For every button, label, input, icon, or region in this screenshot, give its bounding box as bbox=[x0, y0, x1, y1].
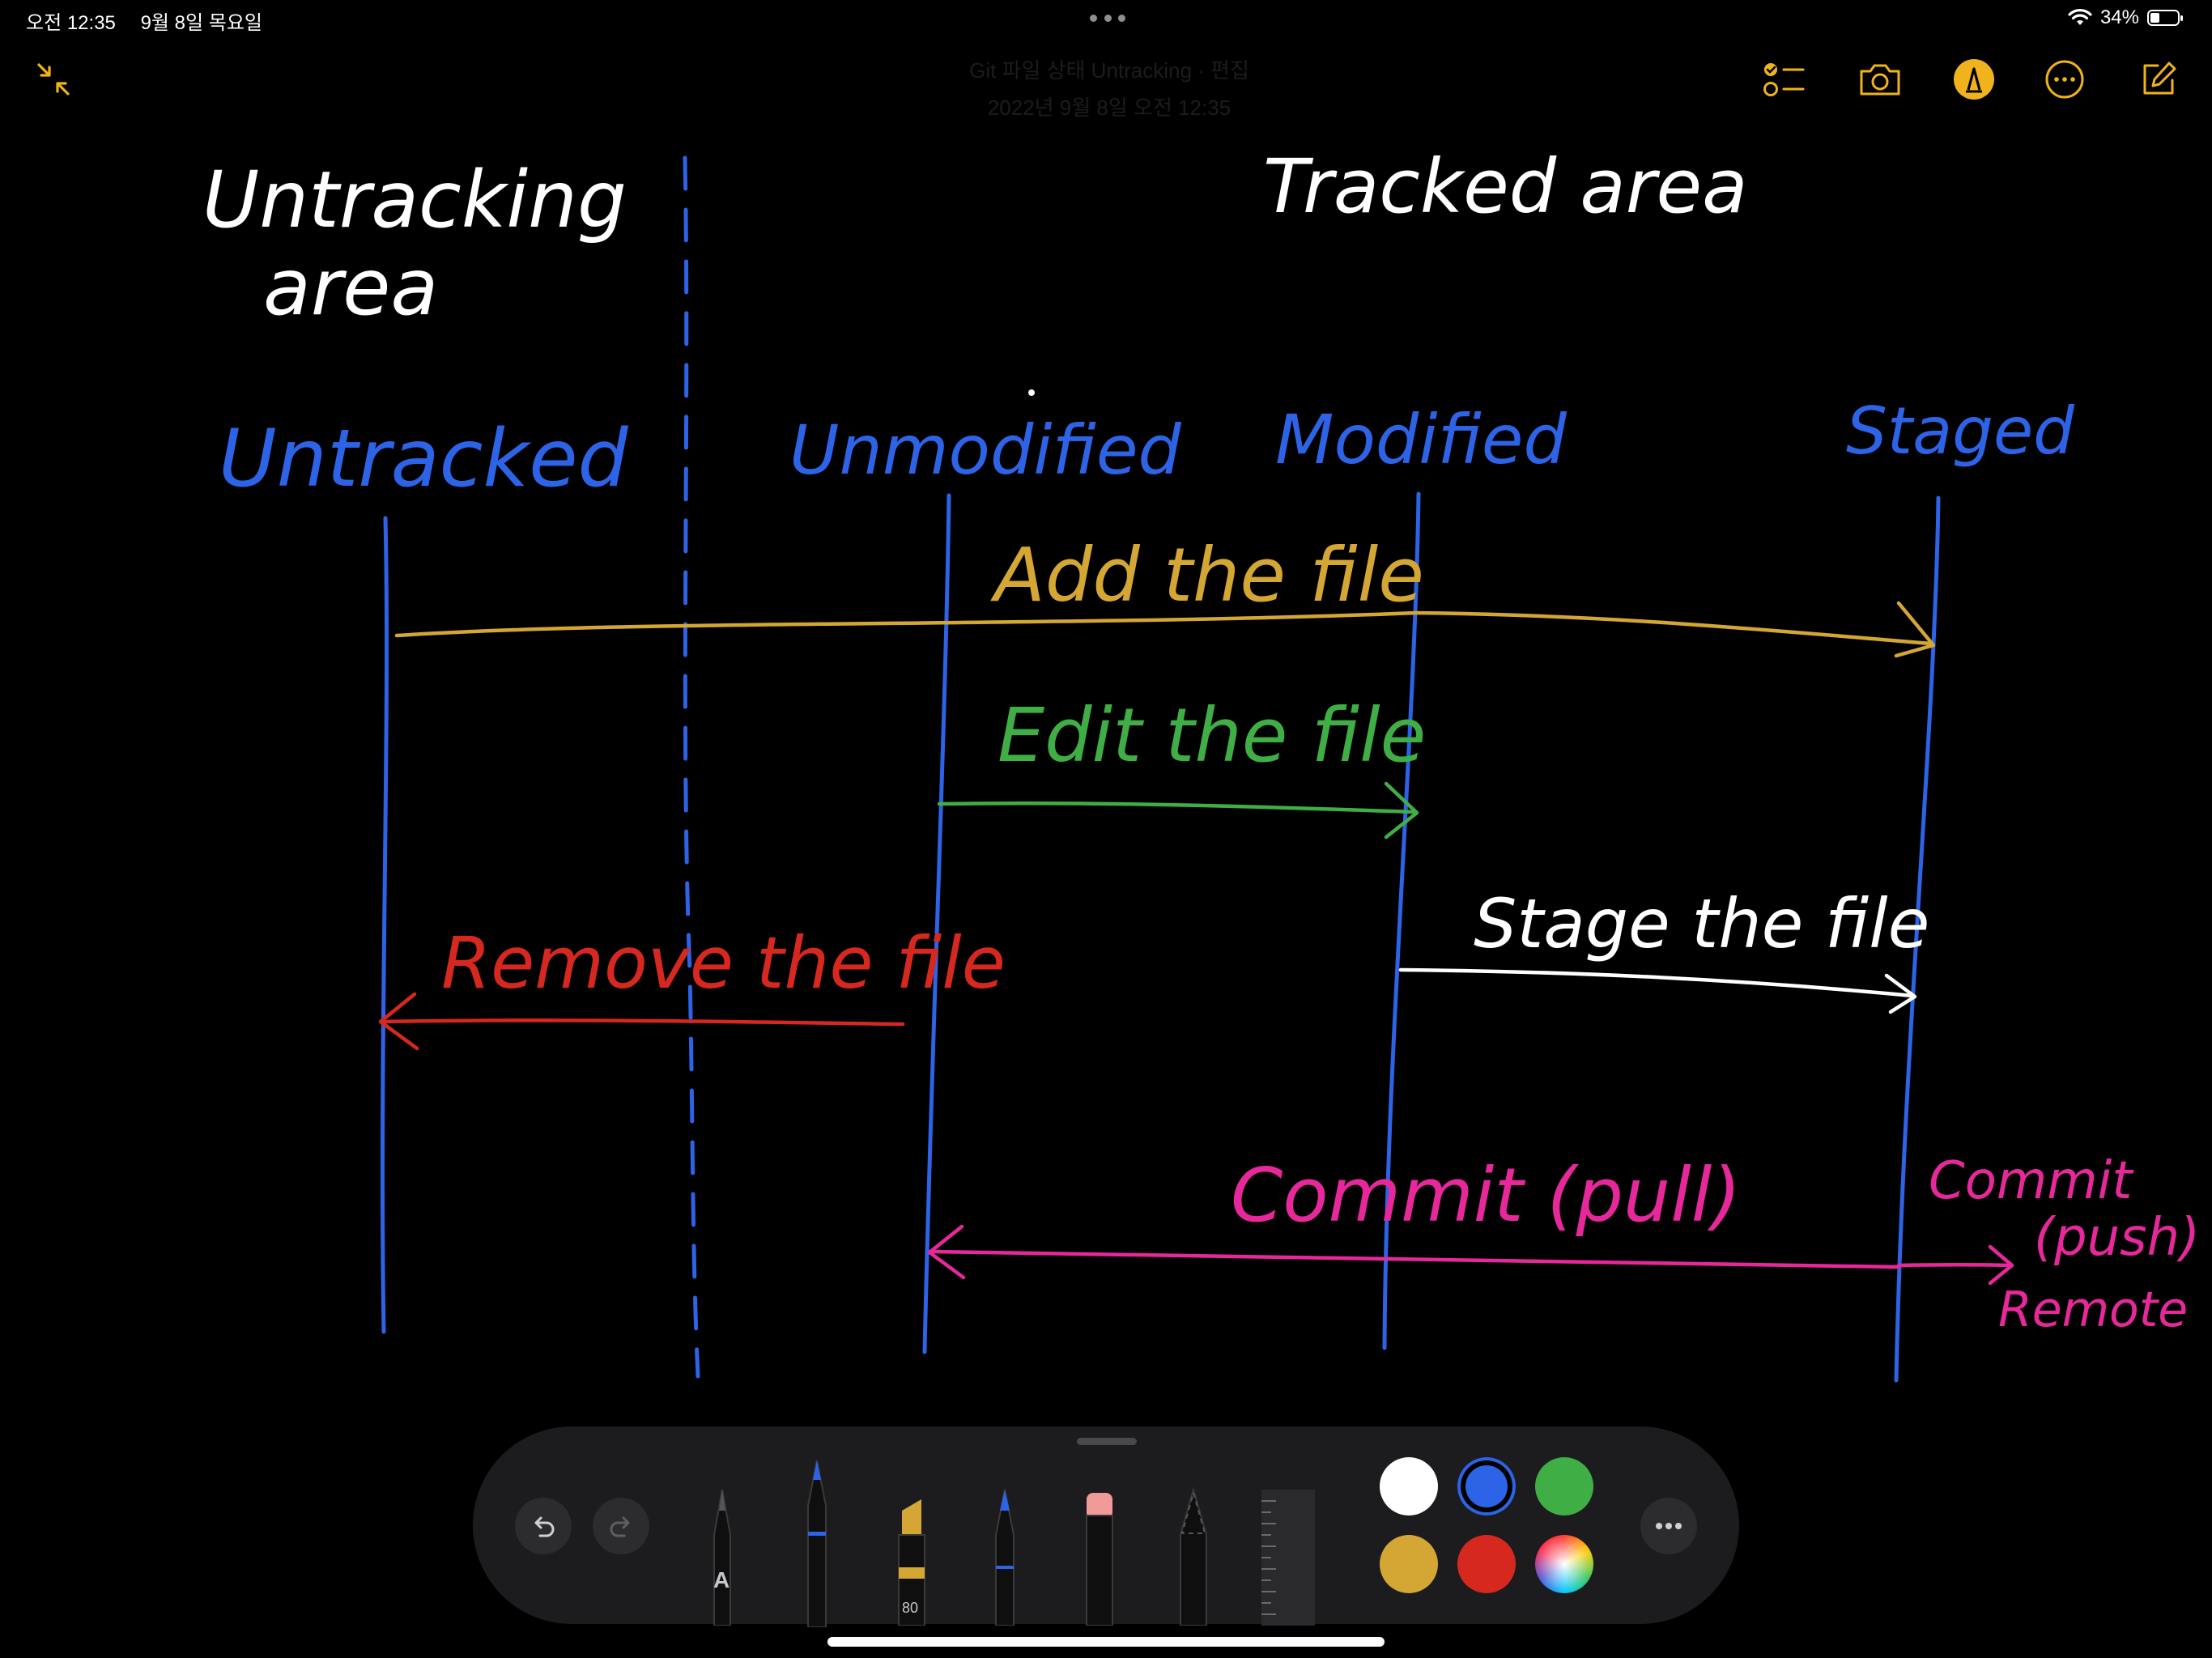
lifeline-untracked bbox=[380, 516, 389, 1334]
monoline-label: A bbox=[713, 1567, 730, 1592]
eraser-tool[interactable] bbox=[1077, 1486, 1122, 1626]
lifeline-modified bbox=[1382, 491, 1421, 1350]
arrowhead-remove bbox=[378, 992, 419, 1051]
action-add-label: Add the file bbox=[990, 532, 1424, 619]
multitasking-dots-icon[interactable] bbox=[1090, 15, 1125, 23]
state-untracked: Untracked bbox=[219, 413, 629, 505]
color-swatch-green[interactable] bbox=[1535, 1457, 1593, 1516]
marker-tool[interactable]: 80 bbox=[889, 1486, 934, 1626]
divider-dashed-line bbox=[683, 155, 700, 1379]
ruler-tool[interactable] bbox=[1260, 1490, 1317, 1626]
checklist-icon bbox=[1763, 63, 1805, 96]
checklist-button[interactable] bbox=[1760, 55, 1809, 104]
note-title: Git 파일 상태 Untracking · 편집 2022년 9월 8일 오전… bbox=[810, 52, 1409, 126]
color-picker-wheel-icon[interactable] bbox=[1535, 1535, 1593, 1593]
color-swatch-blue-selected[interactable] bbox=[1457, 1457, 1516, 1516]
action-edit-label: Edit the file bbox=[998, 692, 1426, 779]
note-subtitle: 2022년 9월 8일 오전 12:35 bbox=[987, 96, 1231, 120]
lasso-tool[interactable] bbox=[1171, 1486, 1216, 1626]
toolbar-more-button[interactable] bbox=[1640, 1498, 1697, 1554]
state-staged: Staged bbox=[1846, 393, 2075, 469]
compose-button[interactable] bbox=[2134, 55, 2183, 104]
camera-button[interactable] bbox=[1856, 55, 1904, 104]
arrow-commit-pull bbox=[929, 1249, 1901, 1269]
pencil-tool[interactable] bbox=[983, 1486, 1027, 1626]
home-indicator[interactable] bbox=[827, 1637, 1385, 1647]
ruler-icon bbox=[1261, 1490, 1315, 1626]
collapse-arrows-icon bbox=[37, 63, 70, 96]
status-time: 오전 12:35 bbox=[26, 12, 116, 34]
action-commit-pull-label: Commit (pull) bbox=[1231, 1152, 1741, 1239]
pen-icon bbox=[807, 1460, 827, 1628]
status-time-date: 오전 12:35 9월 8일 목요일 bbox=[26, 6, 282, 35]
undo-button[interactable] bbox=[515, 1498, 572, 1554]
action-stage-label: Stage the file bbox=[1474, 884, 1929, 963]
compose-icon bbox=[2143, 62, 2176, 95]
arrowhead-commit-push bbox=[1988, 1244, 2014, 1286]
arrow-remove bbox=[380, 1018, 905, 1027]
lifeline-staged bbox=[1894, 495, 1941, 1383]
color-swatch-gold[interactable] bbox=[1380, 1535, 1438, 1593]
battery-icon bbox=[2147, 10, 2183, 26]
ellipsis-icon bbox=[1656, 1523, 1682, 1529]
remote-label: Remote bbox=[1998, 1282, 2188, 1338]
arrowhead-stage bbox=[1884, 973, 1917, 1014]
markup-pen-icon bbox=[1954, 59, 1994, 100]
eraser-icon bbox=[1086, 1493, 1113, 1626]
arrow-edit bbox=[937, 801, 1418, 814]
redo-icon bbox=[610, 1516, 630, 1537]
monoline-pen-icon bbox=[713, 1489, 731, 1626]
lifeline-unmodified bbox=[922, 493, 951, 1354]
collapse-fullscreen-button[interactable] bbox=[29, 55, 78, 104]
stray-ink-dot bbox=[1028, 389, 1035, 396]
monoline-pen-tool[interactable]: A bbox=[701, 1486, 743, 1626]
heading-tracked-area: Tracked area bbox=[1263, 143, 1748, 230]
action-push-label: (push) bbox=[2034, 1208, 2200, 1268]
selected-color-fill bbox=[1465, 1465, 1508, 1507]
note-title-text: Git 파일 상태 Untracking · 편집 bbox=[969, 58, 1249, 83]
lasso-icon bbox=[1180, 1486, 1207, 1626]
pen-tool[interactable] bbox=[795, 1457, 839, 1628]
toolbar-grabber[interactable] bbox=[1077, 1438, 1137, 1445]
heading-untracking-line1: Untracking bbox=[202, 155, 627, 245]
state-modified: Modified bbox=[1275, 400, 1567, 479]
action-remove-label: Remove the file bbox=[441, 921, 1006, 1005]
status-date: 9월 8일 목요일 bbox=[140, 12, 262, 34]
state-unmodified: Unmodified bbox=[789, 410, 1182, 490]
color-swatch-white[interactable] bbox=[1380, 1457, 1438, 1516]
pencil-icon bbox=[995, 1489, 1015, 1626]
heading-untracking-line2: area bbox=[263, 242, 438, 333]
arrow-stage bbox=[1398, 967, 1915, 998]
arrowhead-edit bbox=[1384, 781, 1419, 840]
color-swatch-red[interactable] bbox=[1457, 1535, 1516, 1593]
undo-icon bbox=[534, 1516, 555, 1537]
marker-width-label: 80 bbox=[902, 1600, 919, 1616]
status-bar: 오전 12:35 9월 8일 목요일 34% bbox=[0, 0, 2212, 40]
status-right: 34% bbox=[2068, 6, 2183, 29]
arrowhead-commit-pull bbox=[927, 1224, 966, 1280]
action-commit-push-label: Commit bbox=[1929, 1151, 2134, 1211]
camera-icon bbox=[1860, 64, 1900, 96]
markup-button[interactable] bbox=[1950, 55, 1998, 104]
arrowhead-add bbox=[1894, 601, 1936, 658]
arrow-add bbox=[394, 610, 1933, 646]
battery-percent: 34% bbox=[2099, 6, 2139, 28]
ellipsis-circle-icon bbox=[2045, 60, 2084, 99]
drawing-canvas[interactable]: Untracking area Tracked area Untracked U… bbox=[0, 0, 2212, 1417]
more-options-button[interactable] bbox=[2040, 55, 2089, 104]
wifi-icon bbox=[2068, 9, 2092, 25]
redo-button[interactable] bbox=[593, 1498, 649, 1554]
